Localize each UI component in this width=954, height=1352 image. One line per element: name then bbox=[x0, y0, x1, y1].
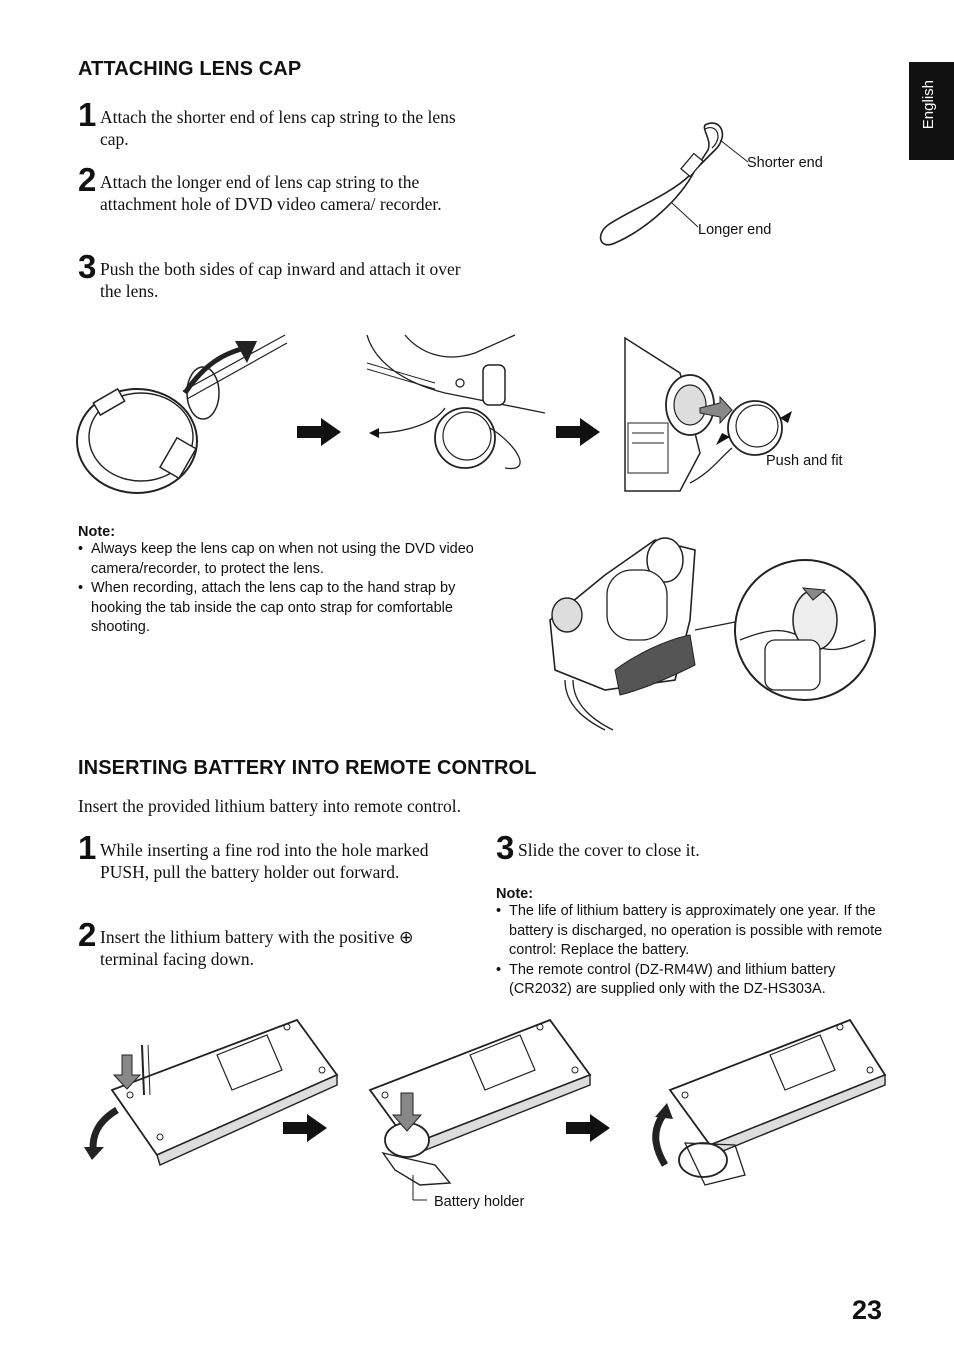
step-number: 3 bbox=[78, 248, 97, 285]
longer-end-label: Longer end bbox=[698, 222, 772, 238]
step-number: 3 bbox=[496, 829, 515, 866]
lens-cap-string-illustration bbox=[599, 122, 749, 246]
note-lens-cap: Note: Always keep the lens cap on when n… bbox=[78, 524, 478, 638]
step-text: Slide the cover to close it. bbox=[518, 840, 700, 860]
note-battery: Note: The life of lithium battery is app… bbox=[496, 886, 888, 1000]
note-item: The life of lithium battery is approxima… bbox=[496, 902, 888, 961]
camcorder-push-fit-illustration bbox=[624, 336, 792, 492]
remote-insert-battery-illustration bbox=[368, 1018, 592, 1201]
note-item: When recording, attach the lens cap to t… bbox=[78, 579, 478, 638]
step-number: 2 bbox=[78, 161, 97, 198]
note-title: Note bbox=[496, 886, 529, 902]
section-intro: Insert the provided lithium battery into… bbox=[78, 796, 461, 816]
step-number: 2 bbox=[78, 916, 97, 953]
section-title-battery: INSERTING BATTERY INTO REMOTE CONTROL bbox=[78, 757, 537, 779]
section-title-lens-cap: ATTACHING LENS CAP bbox=[78, 58, 302, 80]
step-text: While inserting a fine rod into the hole… bbox=[100, 840, 429, 882]
step-text: Push the both sides of cap inward and at… bbox=[100, 259, 461, 301]
camcorder-attach-illustration bbox=[366, 334, 546, 470]
next-arrow-icon bbox=[556, 418, 600, 446]
shorter-end-label: Shorter end bbox=[747, 155, 823, 171]
note-item: Always keep the lens cap on when not usi… bbox=[78, 540, 478, 579]
next-arrow-icon bbox=[566, 1114, 610, 1142]
note-title: Note bbox=[78, 524, 111, 540]
page-number: 23 bbox=[852, 1295, 883, 1325]
language-tab-label: English bbox=[920, 80, 937, 130]
step-text: Insert the lithium battery with the posi… bbox=[100, 927, 414, 969]
step-text: Attach the shorter end of lens cap strin… bbox=[100, 107, 456, 149]
step-text: Attach the longer end of lens cap string… bbox=[100, 172, 442, 214]
push-and-fit-label: Push and fit bbox=[766, 453, 843, 469]
next-arrow-icon bbox=[297, 418, 341, 446]
note-item: The remote control (DZ-RM4W) and lithium… bbox=[496, 961, 888, 1000]
step-number: 1 bbox=[78, 96, 97, 133]
language-tab: English bbox=[909, 62, 954, 160]
battery-holder-label: Battery holder bbox=[434, 1194, 525, 1210]
next-arrow-icon bbox=[283, 1114, 327, 1142]
camcorder-hand-strap-illustration bbox=[549, 537, 876, 731]
lens-cap-attach-illustration bbox=[76, 334, 288, 494]
remote-pull-holder-illustration bbox=[84, 1018, 339, 1166]
step-number: 1 bbox=[78, 829, 97, 866]
remote-close-cover-illustration bbox=[652, 1018, 887, 1186]
